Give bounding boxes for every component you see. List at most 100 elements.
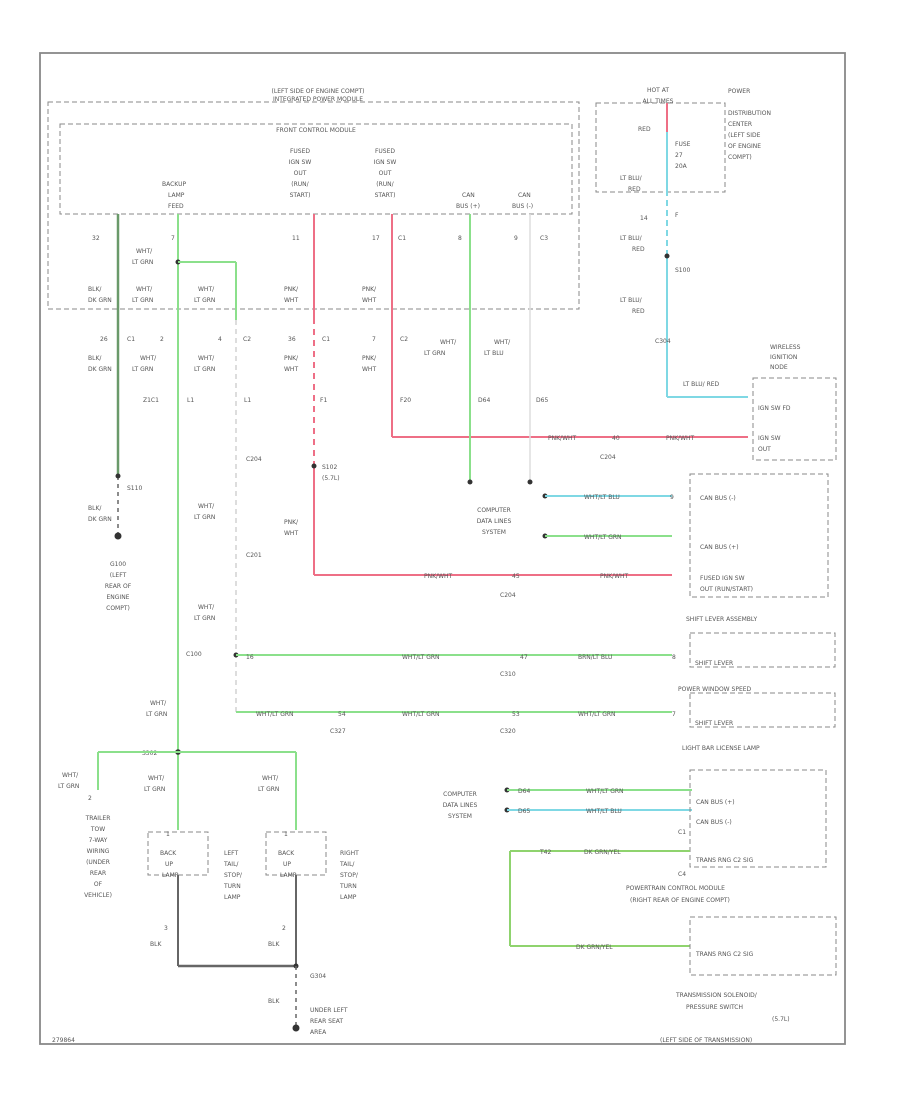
svg-text:DK GRN: DK GRN xyxy=(88,516,112,523)
canbus-module-box xyxy=(689,473,829,598)
pin-7-label: 7 xyxy=(171,235,175,242)
light-bar-title: LIGHT BAR LICENSE LAMP xyxy=(682,745,760,752)
svg-text:STOP/: STOP/ xyxy=(340,872,359,879)
svg-text:CAN: CAN xyxy=(518,192,531,199)
pin-2b-label: 2 xyxy=(282,925,286,932)
wire-label-pnk-wht-e: PNK/ WHT xyxy=(284,519,299,537)
pin-26-label: 26 xyxy=(100,336,108,343)
splice-s110-label: S110 xyxy=(127,485,142,492)
pcm-pins-label: CAN BUS (+) CAN BUS (-) TRANS RNG C2 SIG xyxy=(695,799,754,864)
pcm-title-label: INTEGRATED POWER MODULE xyxy=(273,96,363,103)
svg-text:27: 27 xyxy=(675,152,683,159)
connector-c1-d-label: C1 xyxy=(678,829,686,836)
pcm-title-label-2: POWERTRAIN CONTROL MODULE (RIGHT REAR OF… xyxy=(626,885,730,904)
wire-d64-label: D64 xyxy=(478,397,490,404)
connector-c1-b-label: C1 xyxy=(398,235,406,242)
svg-text:20A: 20A xyxy=(675,163,688,170)
svg-text:REAR: REAR xyxy=(90,870,106,877)
wire-label-wht-lt-grn-b: WHT/ LT GRN xyxy=(132,286,153,304)
svg-text:WHT/: WHT/ xyxy=(494,339,511,346)
splice-s102-label: S102 (5.7L) xyxy=(322,464,340,482)
svg-text:WHT/: WHT/ xyxy=(440,339,457,346)
svg-text:DISTRIBUTION: DISTRIBUTION xyxy=(728,110,771,117)
fcm-title-label: FRONT CONTROL MODULE xyxy=(276,127,356,134)
wireless-ignition-node-label: WIRELESS IGNITION NODE xyxy=(770,344,801,371)
svg-text:LT BLU/: LT BLU/ xyxy=(620,235,643,242)
svg-text:PNK/: PNK/ xyxy=(284,519,299,526)
svg-text:S102: S102 xyxy=(322,464,337,471)
wire-label-wht-lt-blu-h2: WHT/LT BLU xyxy=(586,808,622,815)
svg-text:RED: RED xyxy=(628,186,641,193)
connector-c2-b-label: C2 xyxy=(400,336,408,343)
wire-label-pnk-wht-b: PNK/ WHT xyxy=(362,286,377,304)
shift-lever-title: SHIFT LEVER ASSEMBLY xyxy=(686,616,757,623)
wire-d64b-label: D64 xyxy=(518,788,530,795)
svg-text:LT BLU: LT BLU xyxy=(484,350,504,357)
svg-text:COMPUTER: COMPUTER xyxy=(443,791,477,798)
svg-text:TRANSMISSION SOLENOID/: TRANSMISSION SOLENOID/ xyxy=(675,992,758,999)
svg-text:START): START) xyxy=(290,192,311,199)
front-control-module-box xyxy=(59,123,573,215)
wire-label-wht-lt-grn-h: WHT/ LT GRN xyxy=(146,700,167,718)
shift-lever-box xyxy=(689,632,836,668)
connector-c204-c-label: C204 xyxy=(500,592,516,599)
svg-text:TOW: TOW xyxy=(90,826,105,833)
svg-text:VEHICLE): VEHICLE) xyxy=(84,892,112,899)
svg-text:UP: UP xyxy=(283,861,291,868)
fuse-27-label: FUSE 27 20A xyxy=(675,141,691,170)
svg-text:STOP/: STOP/ xyxy=(224,872,243,879)
connector-c2-a-label: C2 xyxy=(243,336,251,343)
svg-text:RIGHT: RIGHT xyxy=(340,850,359,857)
connector-c204-b-label: C204 xyxy=(600,454,616,461)
svg-text:LAMP: LAMP xyxy=(280,872,297,879)
wire-f1-label: F1 xyxy=(320,397,327,404)
splice-s302-label: S302 xyxy=(142,750,157,757)
svg-text:WHT: WHT xyxy=(284,297,298,304)
svg-text:(LEFT SIDE OF TRANSMISSION): (LEFT SIDE OF TRANSMISSION) xyxy=(660,1037,752,1044)
svg-text:WHT/: WHT/ xyxy=(262,775,279,782)
pin-1-label: 1 xyxy=(166,831,170,838)
computer-data-lines-label-1: COMPUTER DATA LINES SYSTEM xyxy=(477,507,512,536)
svg-text:IGNITION: IGNITION xyxy=(770,354,797,361)
svg-text:LAMP: LAMP xyxy=(224,894,241,901)
wire-label-wht-lt-grn-h5: WHT/LT GRN xyxy=(584,534,622,541)
backup-lamp-feed-label: BACKUP LAMP FEED xyxy=(162,181,186,210)
svg-text:FEED: FEED xyxy=(168,203,184,210)
svg-text:WHT/: WHT/ xyxy=(198,286,215,293)
svg-text:WHT: WHT xyxy=(362,366,376,373)
wire-label-wht-lt-grn-h1: WHT/LT GRN xyxy=(402,654,440,661)
svg-text:(UNDER: (UNDER xyxy=(86,859,110,866)
pin-f-label: F xyxy=(675,212,679,219)
svg-text:LEFT: LEFT xyxy=(224,850,238,857)
wire-label-dk-grn-yel-2: DK GRN/YEL xyxy=(576,944,613,951)
svg-text:BACK: BACK xyxy=(278,850,295,857)
svg-text:FUSED: FUSED xyxy=(375,148,395,155)
pin-9-label: 9 xyxy=(514,235,518,242)
pin-7c-label: 7 xyxy=(672,711,676,718)
pin-3-label: 3 xyxy=(164,925,168,932)
svg-text:WHT/: WHT/ xyxy=(136,286,153,293)
svg-text:LT GRN: LT GRN xyxy=(258,786,279,793)
svg-text:(LEFT: (LEFT xyxy=(110,572,127,579)
svg-text:FUSED: FUSED xyxy=(290,148,310,155)
connector-c3-label: C3 xyxy=(540,235,548,242)
connector-c310-label: C310 xyxy=(500,671,516,678)
svg-text:LT GRN: LT GRN xyxy=(58,783,79,790)
wire-t42-label: T42 xyxy=(539,849,551,856)
ground-g100-label: G100 (LEFT REAR OF ENGINE COMPT) xyxy=(105,561,132,612)
svg-text:(RUN/: (RUN/ xyxy=(376,181,394,188)
wire-label-wht-lt-grn-i: WHT/ LT GRN xyxy=(58,772,79,790)
svg-text:WHT/: WHT/ xyxy=(148,775,165,782)
svg-text:COMPT): COMPT) xyxy=(106,605,130,612)
pin-4-label: 4 xyxy=(218,336,222,343)
transmission-solenoid-pin: TRANS RNG C2 SIG xyxy=(695,951,754,958)
connector-c1-c-label: C1 xyxy=(322,336,330,343)
svg-text:LT GRN: LT GRN xyxy=(194,297,215,304)
wire-label-wht-lt-grn-h3: WHT/LT GRN xyxy=(402,711,440,718)
wire-label-lt-blu-red-c: LT BLU/ RED xyxy=(620,297,645,315)
svg-text:WIRING: WIRING xyxy=(87,848,110,855)
connector-c4-label: C4 xyxy=(678,871,686,878)
splice-s100-label: S100 xyxy=(675,267,690,274)
wire-label-lt-blu-red-b: LT BLU/ RED xyxy=(620,235,645,253)
svg-text:LT GRN: LT GRN xyxy=(194,366,215,373)
